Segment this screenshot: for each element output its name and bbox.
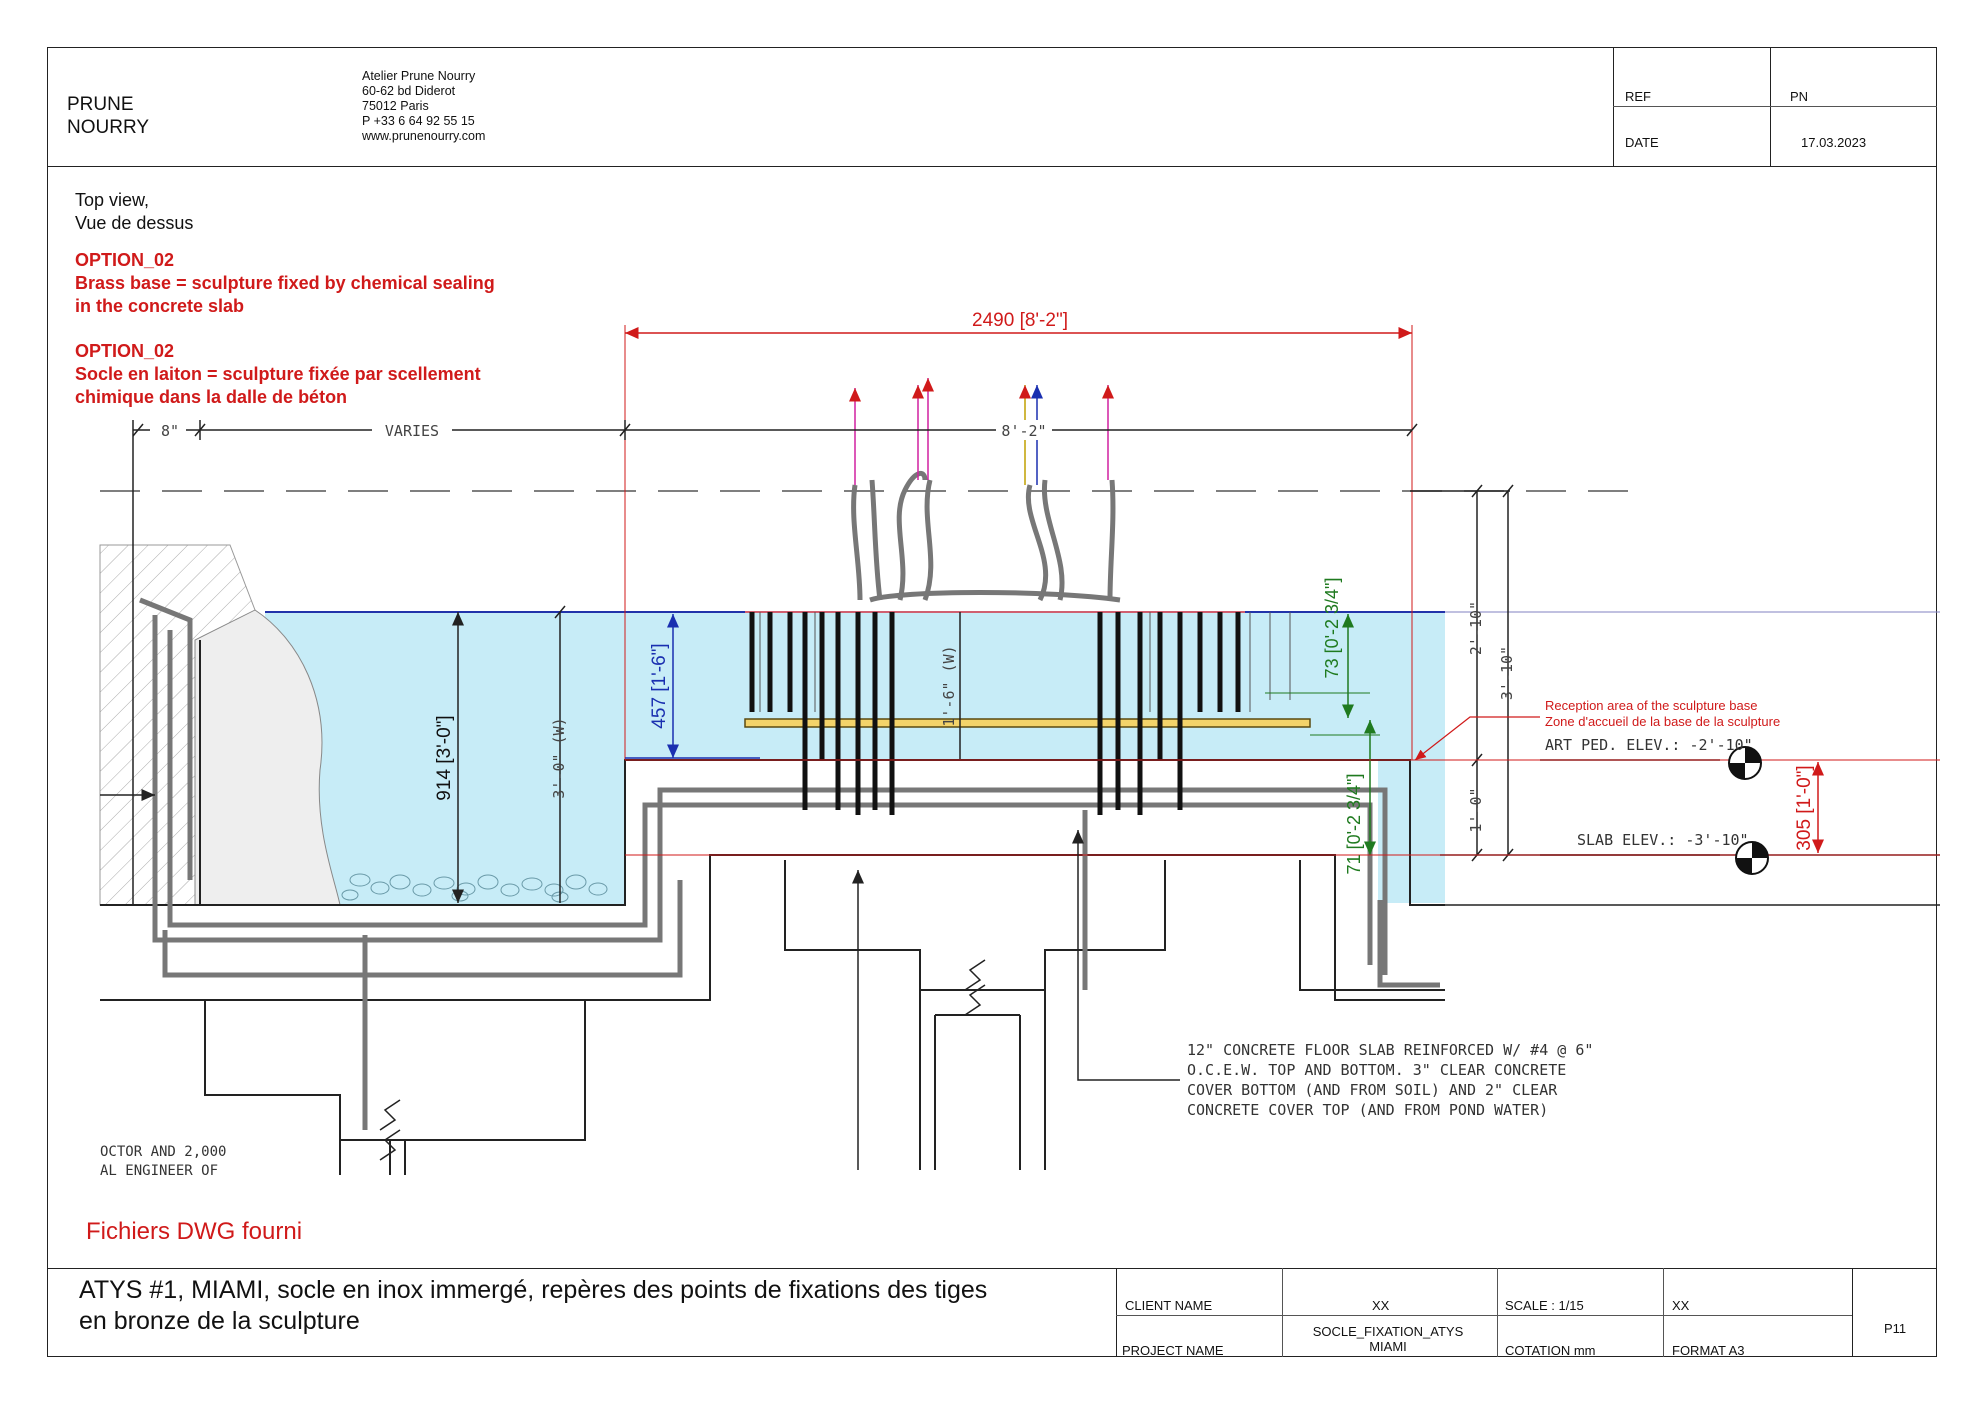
pond-water-right [625, 612, 1445, 760]
dim-457-label: 457 [1'-6"] [649, 643, 670, 728]
bronze-rods [749, 612, 1241, 815]
cut-note-line2: AL ENGINEER OF [100, 1163, 218, 1179]
dim-8in-label: 8" [161, 422, 179, 440]
art-ped-label: ART PED. ELEV.: -2'-10" [1545, 736, 1753, 754]
project-name-value-line1: SOCLE_FIXATION_ATYS [1312, 1324, 1464, 1339]
dim-varies-label: VARIES [385, 422, 439, 440]
reception-en-label: Reception area of the sculpture base [1545, 698, 1757, 713]
view-title: Top view, Vue de dessus [75, 189, 193, 235]
dim-1-0-label: 1'-0" [1467, 787, 1485, 832]
brass-base-plate [744, 718, 1311, 728]
address-line: 75012 Paris [362, 99, 429, 113]
option-en-line1: Brass base = sculpture fixed by chemical… [75, 273, 495, 293]
pn-label: PN [1790, 89, 1809, 104]
option-fr-line1: Socle en laiton = sculpture fixée par sc… [75, 364, 481, 384]
address-line: www.prunenourry.com [362, 129, 486, 143]
thin-rods [759, 612, 1291, 712]
drawing-title: ATYS #1, MIAMI, socle en inox immergé, r… [79, 1275, 987, 1337]
elevation-marker-art-ped [1728, 746, 1762, 780]
footer-row-divider [1116, 1315, 1852, 1316]
footer-col2 [1282, 1268, 1283, 1357]
date-value: 17.03.2023 [1801, 135, 1867, 150]
dim-71-label: 71 [0'-2 3/4"] [1344, 774, 1364, 875]
scale-label: SCALE : 1/15 [1505, 1298, 1584, 1313]
page-number: P11 [1884, 1321, 1907, 1336]
date-label: DATE [1625, 135, 1659, 150]
address-line: 60-62 bd Diderot [362, 84, 456, 98]
footer-col3 [1497, 1268, 1498, 1357]
drawing-title-line1: ATYS #1, MIAMI, socle en inox immergé, r… [79, 1276, 988, 1304]
drawing-title-line2: en bronze de la sculpture [79, 1307, 360, 1335]
slab-note-line: CONCRETE COVER TOP (AND FROM POND WATER) [1187, 1101, 1549, 1119]
dim-2-10-label: 2'-10" [1467, 601, 1485, 655]
option-fr-line2: chimique dans la dalle de béton [75, 387, 348, 407]
dim-8-2-label: 8'-2" [1001, 422, 1046, 440]
sheet-frame [47, 47, 1937, 1357]
cotation-label: COTATION mm [1505, 1343, 1596, 1358]
slab-elev-label: SLAB ELEV.: -3'-10" [1577, 831, 1749, 849]
studio-name-line2: NOURRY [67, 117, 149, 138]
slab-note-line: COVER BOTTOM (AND FROM SOIL) AND 2" CLEA… [1187, 1081, 1558, 1099]
dim-3-0-w-label: 3'-0" (W) [550, 717, 568, 798]
client-name-label: CLIENT NAME [1125, 1298, 1213, 1313]
cut-marks [379, 959, 986, 1161]
dim-914 [452, 605, 566, 903]
elevation-marker-slab [1735, 841, 1769, 875]
format-label: FORMAT A3 [1672, 1343, 1745, 1358]
reception-leader [1414, 716, 1540, 761]
option-en-title: OPTION_02 [75, 250, 175, 270]
studio-name: PRUNE NOURRY [67, 93, 149, 139]
top-dim-lines [132, 420, 1418, 905]
dwg-files-note: Fichiers DWG fourni [86, 1218, 303, 1245]
rock-boulder [194, 609, 341, 906]
scale-value: XX [1672, 1298, 1690, 1313]
option-en-line2: in the concrete slab [75, 296, 245, 316]
cut-note-line1: OCTOR AND 2,000 [100, 1144, 226, 1160]
footer-col4 [1663, 1268, 1664, 1357]
dim-305-label: 305 [1'-0"] [1794, 765, 1815, 850]
project-name-value: SOCLE_FIXATION_ATYS MIAMI [1288, 1324, 1488, 1354]
slab-note-leaders [100, 789, 1180, 1170]
dim-1-6-w-label: 1'-6" (W) [940, 645, 958, 726]
view-title-en: Top view, [75, 190, 150, 210]
cables [851, 471, 1121, 603]
slab-note-line: O.C.E.W. TOP AND BOTTOM. 3" CLEAR CONCRE… [1187, 1061, 1567, 1079]
dim-3-10-label: 3'-10" [1498, 646, 1516, 700]
pond-water-edge [1378, 760, 1445, 903]
client-name-value: XX [1372, 1298, 1390, 1313]
dim-914-label: 914 [3'-0"] [434, 715, 455, 800]
slab-note-line: 12" CONCRETE FLOOR SLAB REINFORCED W/ #4… [1187, 1041, 1594, 1059]
header-row-divider [1613, 106, 1937, 107]
footer-divider [47, 1268, 1937, 1269]
view-title-fr: Vue de dessus [75, 213, 194, 233]
cable-arrows [849, 378, 1114, 485]
studio-address: Atelier Prune Nourry 60-62 bd Diderot 75… [362, 69, 485, 144]
project-name-label: PROJECT NAME [1122, 1343, 1224, 1358]
footer-col1 [1116, 1268, 1117, 1357]
reception-fr-label: Zone d'accueil de la base de la sculptur… [1545, 714, 1780, 729]
address-line: P +33 6 64 92 55 15 [362, 114, 475, 128]
project-name-value-line2: MIAMI [1369, 1339, 1407, 1354]
option-en-block: OPTION_02 Brass base = sculpture fixed b… [75, 249, 495, 318]
footer-col5 [1852, 1268, 1853, 1357]
ref-label: REF [1625, 89, 1651, 104]
option-fr-block: OPTION_02 Socle en laiton = sculpture fi… [75, 340, 481, 409]
address-line: Atelier Prune Nourry [362, 69, 476, 83]
slab-note: 12" CONCRETE FLOOR SLAB REINFORCED W/ #4… [1187, 1040, 1593, 1120]
header-divider [47, 166, 1937, 167]
studio-name-line1: PRUNE [67, 94, 134, 115]
option-fr-title: OPTION_02 [75, 341, 175, 361]
dim-73-label: 73 [0'-2 3/4"] [1322, 578, 1342, 679]
dim-2490-label: 2490 [8'-2"] [972, 310, 1068, 331]
